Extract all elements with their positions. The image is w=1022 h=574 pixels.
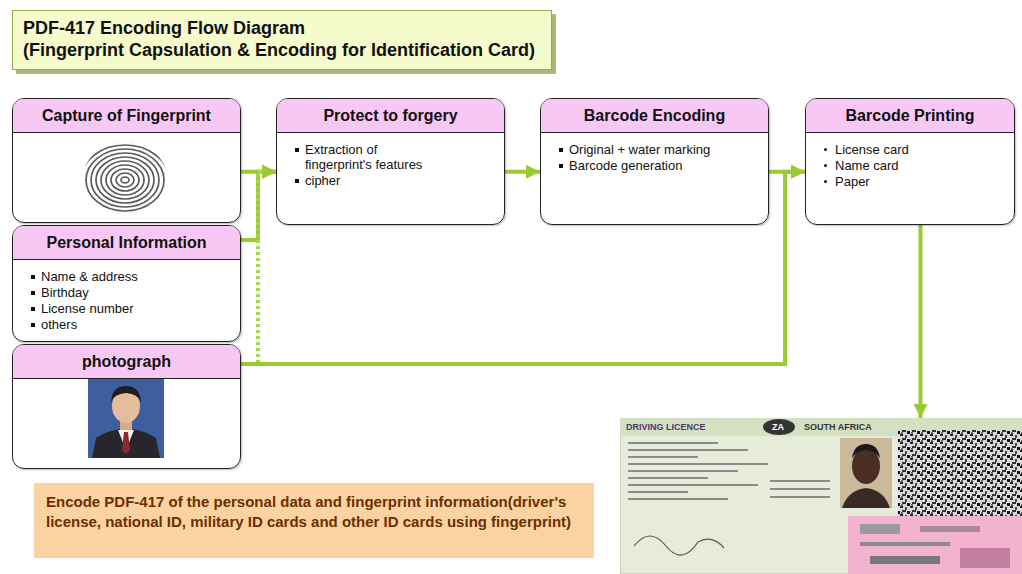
bullet-row: Original + water marking <box>559 142 758 157</box>
flow-arrow <box>241 172 276 364</box>
bullet-mark <box>559 148 563 152</box>
card-text: SOUTH AFRICA <box>804 422 872 432</box>
bullet-row: License card <box>824 142 1004 157</box>
bullet-row: Extraction of fingerprint's features <box>295 142 444 172</box>
flow-arrow <box>505 170 540 174</box>
bullet-row: Barcode generation <box>559 158 758 173</box>
bullet-text: Paper <box>835 174 870 189</box>
bullet-row: cipher <box>295 173 444 188</box>
bullet-mark <box>824 180 827 183</box>
bullet-mark <box>559 164 563 168</box>
diagram-title: PDF-417 Encoding Flow Diagram <box>23 17 535 39</box>
title-panel: PDF-417 Encoding Flow Diagram(Fingerprin… <box>12 10 552 70</box>
card-text: ZA <box>772 422 784 432</box>
process-box: Personal InformationName & addressBirthd… <box>12 225 241 342</box>
bullet-text: Name & address <box>41 269 138 284</box>
bullet-row: Paper <box>824 174 1004 189</box>
portrait-photo <box>88 374 164 458</box>
box-heading: Capture of Fingerprint <box>13 99 240 133</box>
note-box: Encode PDF-417 of the personal data and … <box>34 483 594 558</box>
box-heading: Barcode Encoding <box>541 99 768 133</box>
box-heading: Personal Information <box>13 226 240 260</box>
bullet-text: Birthday <box>41 285 89 300</box>
bullet-text: Original + water marking <box>569 142 710 157</box>
flow-arrow <box>769 170 805 174</box>
bullet-mark <box>31 291 35 295</box>
bullet-row: Name card <box>824 158 1004 173</box>
box-body: License cardName cardPaper <box>806 133 1014 198</box>
bullet-mark <box>31 323 35 327</box>
bullet-mark <box>31 307 35 311</box>
box-heading: Barcode Printing <box>806 99 1014 133</box>
bullet-mark <box>295 148 299 152</box>
bullet-mark <box>824 148 827 151</box>
bullet-text: Name card <box>835 158 899 173</box>
flow-arrow <box>241 172 805 364</box>
bullet-text: Extraction of fingerprint's features <box>305 142 444 172</box>
bullet-row: License number <box>31 301 230 316</box>
bullet-mark <box>31 275 35 279</box>
id-card: DRIVING LICENCE ZA SOUTH AFRICA <box>620 418 1022 574</box>
bullet-text: others <box>41 317 77 332</box>
box-heading: photograph <box>13 345 240 379</box>
bullet-row: others <box>31 317 230 332</box>
process-box: Barcode EncodingOriginal + water marking… <box>540 98 769 225</box>
bullet-row: Name & address <box>31 269 230 284</box>
box-heading: Protect to forgery <box>277 99 504 133</box>
process-box: Barcode PrintingLicense cardName cardPap… <box>805 98 1015 225</box>
process-box: Protect to forgeryExtraction of fingerpr… <box>276 98 505 225</box>
license-card-illustration <box>620 418 1022 574</box>
flow-arrow <box>919 225 923 418</box>
bullet-text: License card <box>835 142 909 157</box>
bullet-mark <box>295 179 299 183</box>
process-box: photograph <box>12 344 241 469</box>
subtitle-label: (Fingerprint Capsulation & Encoding for … <box>23 39 535 61</box>
bullet-text: cipher <box>305 173 340 188</box>
box-body: Original + water markingBarcode generati… <box>541 133 768 182</box>
card-text: DRIVING LICENCE <box>626 422 706 432</box>
fingerprint-illustration <box>70 138 180 218</box>
bullet-mark <box>824 164 827 167</box>
bullet-row: Birthday <box>31 285 230 300</box>
process-box: Capture of Fingerprint <box>12 98 241 223</box>
box-body: Name & addressBirthdayLicense numberothe… <box>13 260 240 341</box>
note-text: Encode PDF-417 of the personal data and … <box>46 492 582 532</box>
box-body: Extraction of fingerprint's featuresciph… <box>277 133 504 197</box>
bullet-text: Barcode generation <box>569 158 682 173</box>
bullet-text: License number <box>41 301 134 316</box>
